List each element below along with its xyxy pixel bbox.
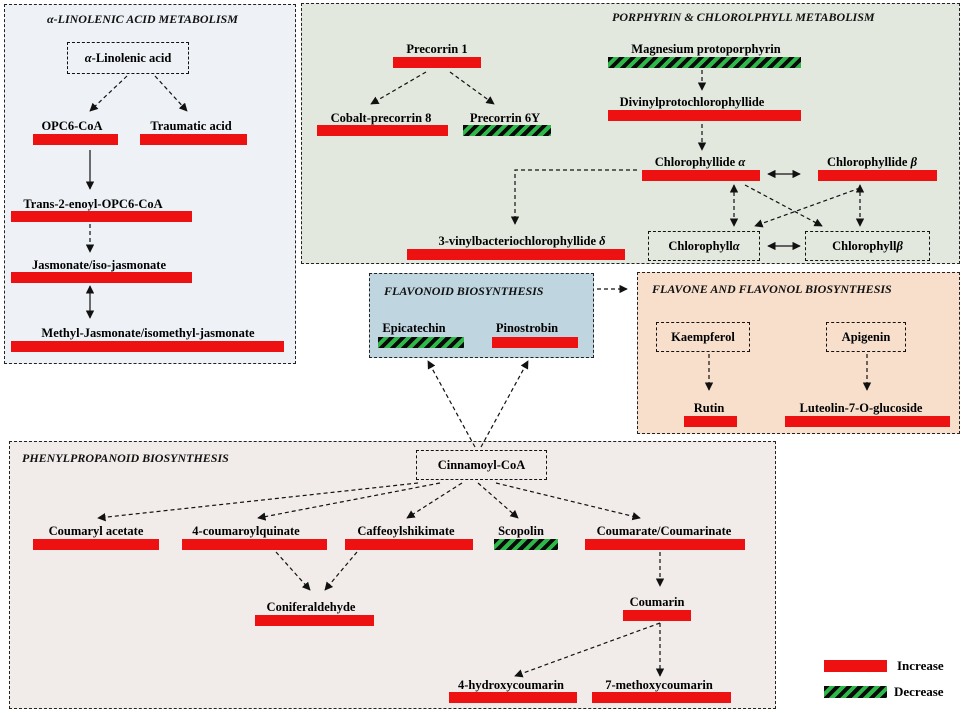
edge-chlidea-chlb [744,184,823,227]
edge-cinnamoyl-coumarate [495,482,641,521]
edge-cinnamoyl-coumaryl [97,482,419,522]
label-pinostrobin: Pinostrobin [495,321,559,335]
edge-coumaroylquinate-coniferal [275,551,311,591]
label-caffeoylshikimate: Caffeoylshikimate [357,524,455,538]
label-precorrin-6y: Precorrin 6Y [469,111,541,125]
bar-divinylprotochlorophyllide [608,110,801,121]
label-3-vinylbacteriochlorophyllide: 3-vinylbacteriochlorophyllide δ [438,234,606,248]
bar-4-hydroxycoumarin [449,692,577,703]
label-methyl-jasmonate: Methyl-Jasmonate/isomethyl-jasmonate [41,326,255,340]
bar-coumaryl-acetate [33,539,159,550]
panel-title-porphyrin: PORPHYRIN & CHLOROLPHYLL METABOLISM [612,10,875,24]
bar-chlorophyllide-beta [818,170,937,181]
label-trans2-enoyl: Trans-2-enoyl-OPC6-CoA [23,197,163,211]
bar-coumarin [623,610,691,621]
bar-mg-protoporphyrin [608,57,801,68]
bar-chlorophyllide-alpha [642,170,760,181]
bar-methyl-jasmonate [11,341,284,352]
label-precorrin-1: Precorrin 1 [406,42,468,56]
bar-coniferaldehyde [255,615,374,626]
bar-7-methoxycoumarin [592,692,731,703]
label-4-coumaroylquinate: 4-coumaroylquinate [192,524,300,538]
label-7-methoxycoumarin: 7-methoxycoumarin [605,678,713,692]
panel-flavone-flavonol: FLAVONE AND FLAVONOL BIOSYNTHESIS [637,272,960,434]
label-scopolin: Scopolin [498,524,544,538]
edge-chlideb-chla [754,187,861,228]
edge-cinnamoyl-coumaroylquinate [257,482,441,521]
bar-rutin [684,416,737,427]
bar-opc6-coa [33,134,118,145]
bar-cobalt-precorrin-8 [317,125,448,136]
bar-luteolin-7-o-glucoside [785,416,950,427]
label-rutin: Rutin [693,401,725,415]
edge-cinnamoyl-flavonoid-left [427,360,476,448]
bar-precorrin-1 [393,57,481,68]
node-chlorophyll-beta: Chlorophyll β [805,231,930,261]
label-divinylprotochlorophyllide: Divinylprotochlorophyllide [619,95,765,109]
legend-increase-swatch [824,660,887,672]
label-coumarate-coumarinate: Coumarate/Coumarinate [596,524,732,538]
label-coumaryl-acetate: Coumaryl acetate [48,524,144,538]
edge-alpha-traumatic [154,75,188,112]
edge-cinnamoyl-scopolin [477,482,519,519]
edge-chlidea-vinylbact [510,169,637,225]
edge-alpha-opc6 [89,75,128,112]
bar-scopolin [494,539,558,550]
label-chlorophyllide-alpha: Chlorophyllide α [654,155,746,169]
panel-title-flavonoid: FLAVONOID BIOSYNTHESIS [384,284,544,298]
bar-epicatechin [378,337,464,348]
bar-3-vinylbacteriochlorophyllide [407,249,625,260]
node-apigenin: Apigenin [826,322,906,352]
node-chlorophyll-alpha: Chlorophyll α [648,231,760,261]
bar-4-coumaroylquinate [182,539,327,550]
node-cinnamoyl-coa: Cinnamoyl-CoA [416,450,547,480]
bar-pinostrobin [492,337,578,348]
edge-caffeoyl-coniferal [324,551,358,591]
legend-decrease-label: Decrease [894,684,944,699]
edge-cinnamoyl-flavonoid-right [480,360,529,448]
panel-title-flavone: FLAVONE AND FLAVONOL BIOSYNTHESIS [652,282,892,296]
label-cobalt-precorrin-8: Cobalt-precorrin 8 [330,111,432,125]
node-kaempferol: Kaempferol [656,322,750,352]
bar-traumatic-acid [140,134,247,145]
edge-precorrin1-cobalt [370,71,427,105]
label-epicatechin: Epicatechin [382,321,446,335]
panel-title-alpha: α-LINOLENIC ACID METABOLISM [47,12,238,26]
label-traumatic-acid: Traumatic acid [150,119,232,133]
label-chlorophyllide-beta: Chlorophyllide β [827,155,917,169]
edge-precorrin1-6y [449,71,495,105]
label-coumarin: Coumarin [629,595,685,609]
label-mg-protoporphyrin: Magnesium protoporphyrin [631,42,781,56]
label-opc6-coa: OPC6-CoA [41,119,103,133]
panel-title-phenyl: PHENYLPROPANOID BIOSYNTHESIS [22,451,229,465]
label-4-hydroxycoumarin: 4-hydroxycoumarin [457,678,565,692]
edge-coumarin-hydroxy [514,622,661,678]
edge-cinnamoyl-caffeoyl [406,482,463,519]
bar-trans2-enoyl [11,211,192,222]
label-luteolin-7-o-glucoside: Luteolin-7-O-glucoside [799,401,923,415]
panel-alpha-linolenic: α-LINOLENIC ACID METABOLISM [4,4,296,364]
bar-precorrin-6y [463,125,551,136]
legend-increase-label: Increase [897,658,944,673]
bar-jasmonate [11,272,192,283]
bar-coumarate-coumarinate [585,539,745,550]
label-jasmonate: Jasmonate/iso-jasmonate [31,258,167,272]
node-alpha-linolenic-acid: α-Linolenic acid [67,42,189,74]
label-coniferaldehyde: Coniferaldehyde [266,600,356,614]
legend-decrease-swatch [824,686,887,698]
bar-caffeoylshikimate [345,539,473,550]
panel-phenylpropanoid: PHENYLPROPANOID BIOSYNTHESIS [9,441,776,709]
